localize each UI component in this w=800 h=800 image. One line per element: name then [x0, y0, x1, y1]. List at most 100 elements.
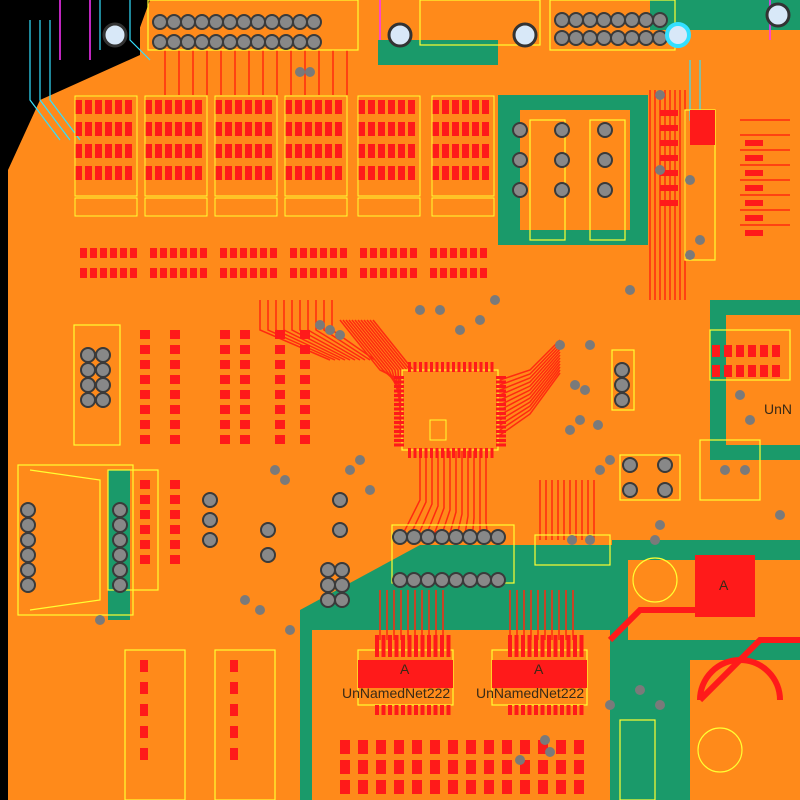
th-pad	[406, 529, 422, 545]
via	[695, 235, 705, 245]
smd-pads[interactable]	[140, 110, 780, 794]
connector-pad	[534, 705, 538, 715]
vias	[95, 67, 785, 765]
resistor-pad	[105, 166, 112, 180]
resistor-pad	[408, 100, 415, 114]
designator-label: A	[534, 661, 544, 677]
through-hole-pads[interactable]	[20, 12, 673, 608]
bottom-pad	[520, 760, 530, 774]
resistor-pad	[340, 268, 347, 278]
resistor-pad	[95, 166, 102, 180]
connector-pad	[547, 705, 551, 715]
th-pad	[334, 577, 350, 593]
resistor-pad	[470, 268, 477, 278]
via	[345, 465, 355, 475]
resistor-pad	[368, 144, 375, 158]
resistor-pad	[368, 100, 375, 114]
qfp-pin	[479, 362, 483, 372]
th-pad	[260, 547, 276, 563]
bottom-pad	[556, 740, 566, 754]
passive-pad	[736, 365, 744, 377]
resistor-pad	[300, 268, 307, 278]
resistor-pad	[95, 100, 102, 114]
via	[270, 465, 280, 475]
via	[655, 90, 665, 100]
th-pad	[568, 30, 584, 46]
passive-pad	[240, 390, 250, 399]
resistor-pad	[320, 268, 327, 278]
trace	[447, 450, 457, 541]
resistor-pad	[390, 268, 397, 278]
resistor-pad	[330, 268, 337, 278]
ic-pad	[660, 170, 678, 176]
passive-pad	[220, 360, 230, 369]
th-pad	[434, 572, 450, 588]
resistor-pad	[115, 122, 122, 136]
th-pad	[462, 572, 478, 588]
trace	[323, 300, 371, 361]
qfp-pin	[430, 448, 433, 458]
th-pad	[95, 377, 111, 393]
th-pad	[554, 30, 570, 46]
resistor-pad	[472, 144, 479, 158]
power-pads[interactable]	[358, 110, 755, 688]
qfp-pin	[435, 362, 439, 372]
resistor-pad	[200, 248, 207, 258]
resistor-pad	[380, 268, 387, 278]
resistor-pad	[195, 144, 202, 158]
qfp-pin	[496, 443, 506, 447]
resistor-pad	[295, 166, 302, 180]
passive-pad	[300, 330, 310, 339]
resistor-pad	[440, 268, 447, 278]
resistor-pad	[260, 248, 267, 258]
resistor-pad	[470, 248, 477, 258]
passive-pad	[240, 360, 250, 369]
discrete-pad	[140, 704, 148, 716]
th-pad	[80, 362, 96, 378]
resistor-pad	[390, 248, 397, 258]
resistor-arrays	[74, 95, 495, 278]
th-pad	[320, 592, 336, 608]
via	[685, 175, 695, 185]
th-pad	[222, 34, 238, 50]
resistor-pad	[155, 166, 162, 180]
qfp-pin	[424, 448, 428, 458]
th-pad	[95, 347, 111, 363]
qfp-chip[interactable]	[394, 362, 506, 458]
connector-pad	[514, 635, 519, 657]
resistor-pad	[388, 166, 395, 180]
array-outline	[214, 197, 278, 217]
passive-pad	[170, 420, 180, 429]
connector-pad	[427, 635, 431, 657]
resistor-pad	[482, 122, 489, 136]
resistor-pad	[165, 144, 172, 158]
array-outline	[357, 197, 421, 217]
resistor-pad	[160, 248, 167, 258]
via	[415, 305, 425, 315]
passive-pad	[240, 330, 250, 339]
resistor-pad	[80, 248, 87, 258]
discrete-pad	[140, 682, 148, 694]
via	[545, 747, 555, 757]
th-pad	[112, 517, 128, 533]
resistor-pad	[145, 122, 152, 136]
bottom-pad	[430, 760, 440, 774]
bottom-pad	[448, 740, 458, 754]
resistor-pad	[442, 122, 449, 136]
resistor-pad	[245, 144, 252, 158]
qfp-pin	[452, 448, 455, 458]
th-pad	[278, 14, 294, 30]
qfp-pin	[413, 362, 417, 372]
resistor-pad	[190, 248, 197, 258]
resistor-pad	[368, 166, 375, 180]
th-pad	[582, 12, 598, 28]
qfp-pin	[441, 362, 444, 372]
via	[650, 535, 660, 545]
passive-pad	[140, 360, 150, 369]
th-pad	[20, 577, 36, 593]
connector-pad	[521, 635, 525, 657]
trace	[499, 342, 561, 386]
th-pad	[20, 547, 36, 563]
